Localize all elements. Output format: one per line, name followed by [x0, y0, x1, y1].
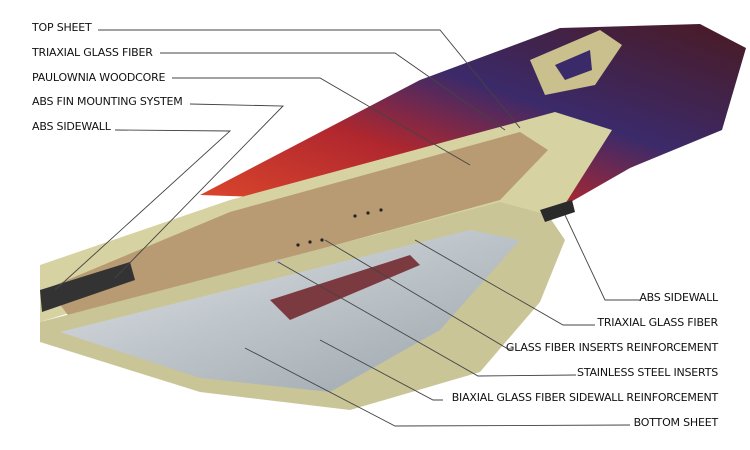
label-abs-sidewall-right: ABS SIDEWALL — [639, 291, 718, 304]
label-triaxial-glass-fiber: TRIAXIAL GLASS FIBER — [32, 46, 153, 59]
leader-lines — [54, 29, 640, 427]
label-stainless-steel-inserts: STAINLESS STEEL INSERTS — [577, 366, 718, 379]
label-top-sheet: TOP SHEET — [32, 21, 92, 34]
fin-mount — [40, 262, 135, 312]
label-glass-fiber-inserts-reinforcement: GLASS FIBER INSERTS REINFORCEMENT — [505, 341, 718, 354]
abs-sidewall-right — [540, 200, 575, 222]
label-abs-sidewall: ABS SIDEWALL — [32, 120, 111, 133]
label-paulownia-woodcore: PAULOWNIA WOODCORE — [32, 71, 166, 84]
label-bottom-sheet: BOTTOM SHEET — [633, 416, 719, 429]
label-biaxial-sidewall-reinforcement: BIAXIAL GLASS FIBER SIDEWALL REINFORCEME… — [451, 391, 719, 404]
label-abs-fin-mounting-system: ABS FIN MOUNTING SYSTEM — [32, 95, 183, 108]
top-sheet — [200, 24, 746, 215]
label-triaxial-glass-fiber-right: TRIAXIAL GLASS FIBER — [597, 316, 718, 329]
paulownia-woodcore — [48, 132, 548, 318]
